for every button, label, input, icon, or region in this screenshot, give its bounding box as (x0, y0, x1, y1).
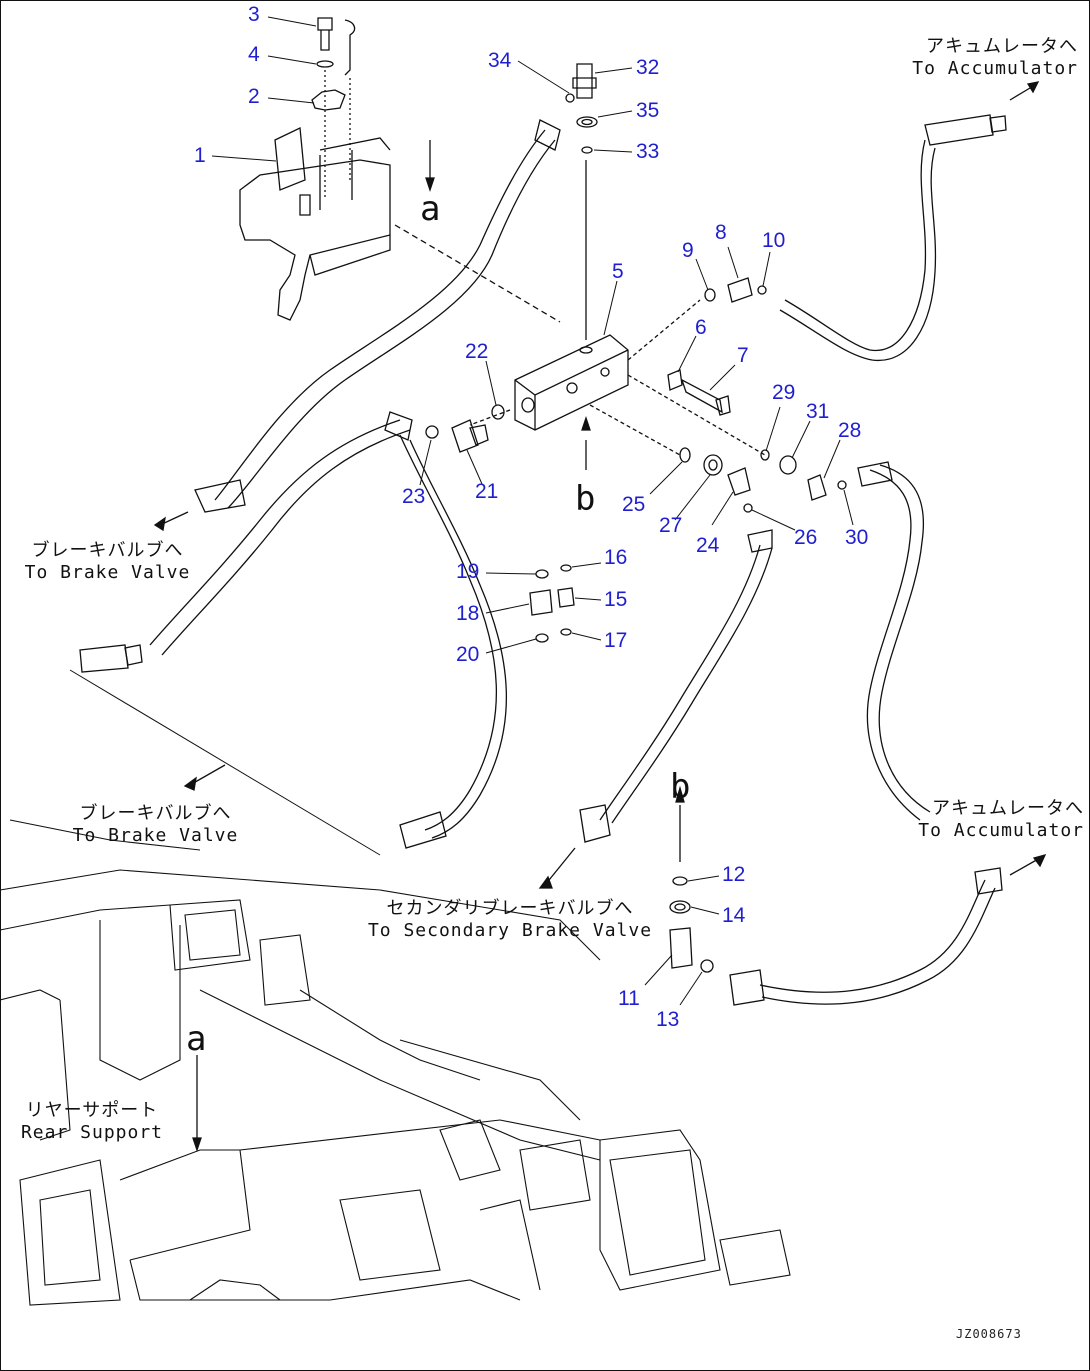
callout-2: 2 (248, 85, 260, 108)
small-fitting-stack (529, 564, 575, 643)
callout-16: 16 (604, 546, 628, 569)
hose-to-accumulator-top (779, 114, 1007, 361)
view-letter-a-low: a (186, 1019, 207, 1059)
callout-1: 1 (194, 144, 206, 167)
callout-17: 17 (604, 629, 628, 652)
callout-15: 15 (604, 588, 628, 611)
bottom-fitting-stack (669, 785, 1003, 1006)
hose-accumulator-right (857, 461, 931, 821)
callout-26: 26 (794, 526, 818, 549)
callout-25: 25 (622, 493, 646, 516)
callout-35: 35 (636, 99, 660, 122)
callout-31: 31 (806, 400, 830, 423)
hose-upper-left (194, 119, 561, 513)
view-letter-b-mid: b (575, 479, 596, 519)
valve-block (469, 299, 766, 470)
callout-7: 7 (737, 344, 749, 367)
bracket-part (239, 127, 391, 321)
callout-13: 13 (656, 1008, 680, 1031)
callout-28: 28 (838, 419, 862, 442)
callout-29: 29 (772, 381, 796, 404)
label-to-secondary-brake-valve: セカンダリブレーキバルブへ To Secondary Brake Valve (367, 898, 653, 941)
callout-19: 19 (456, 560, 480, 583)
top-fitting-stack (565, 63, 598, 340)
callout-10: 10 (762, 229, 786, 252)
callout-24: 24 (696, 534, 720, 557)
view-letter-a-top: a (420, 189, 441, 229)
label-to-accumulator-bottom: アキュムレータへ To Accumulator (918, 798, 1084, 841)
callout-4: 4 (248, 43, 260, 66)
callout-8: 8 (715, 221, 727, 244)
callout-20: 20 (456, 643, 480, 666)
label-rear-support: リヤーサポート Rear Support (20, 1100, 164, 1143)
callout-3: 3 (248, 3, 260, 26)
callout-21: 21 (475, 480, 499, 503)
label-to-brake-valve-mid: ブレーキバルブへ To Brake Valve (72, 803, 239, 846)
bolt-washer-clip (311, 17, 356, 198)
callout-12: 12 (722, 863, 746, 886)
callout-33: 33 (636, 140, 660, 163)
callout-9: 9 (682, 239, 694, 262)
label-to-accumulator-top: アキュムレータへ To Accumulator (912, 36, 1078, 79)
callout-23: 23 (402, 485, 426, 508)
rear-support-frame (0, 819, 791, 1306)
hose-to-secondary-brake (579, 529, 773, 843)
callout-22: 22 (465, 340, 489, 363)
drawing-code: JZ008673 (956, 1327, 1022, 1341)
hose-to-brake-valve-left (79, 411, 413, 673)
callout-18: 18 (456, 602, 480, 625)
callout-leaders (211, 16, 854, 1006)
block-fittings (425, 277, 847, 513)
callout-11: 11 (618, 987, 640, 1010)
view-letter-b-low: b (670, 767, 691, 807)
callout-30: 30 (845, 526, 869, 549)
label-to-brake-valve-left: ブレーキバルブへ To Brake Valve (24, 540, 191, 583)
callout-27: 27 (659, 514, 683, 537)
callout-5: 5 (612, 260, 624, 283)
callout-6: 6 (695, 316, 707, 339)
line-art (0, 16, 1047, 1306)
callout-34: 34 (488, 49, 512, 72)
callout-32: 32 (636, 56, 660, 79)
callout-14: 14 (722, 904, 746, 927)
